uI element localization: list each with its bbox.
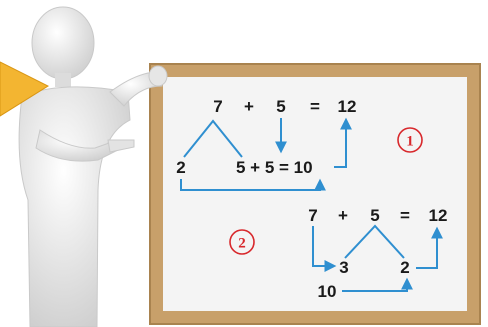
m2-addend2: 5 <box>370 206 379 225</box>
m1-split-equation: 5 + 5 = 10 <box>236 158 313 177</box>
m1-badge-number: 1 <box>406 134 414 150</box>
m2-result: 12 <box>429 206 448 225</box>
m2-split-left: 3 <box>339 258 348 277</box>
m2-split-right: 2 <box>400 258 409 277</box>
m1-plus: + <box>244 97 254 116</box>
m2-equals: = <box>400 206 410 225</box>
m2-sum: 10 <box>318 282 337 301</box>
m1-addend2: 5 <box>276 97 285 116</box>
m1-equals: = <box>310 97 320 116</box>
m1-addend1: 7 <box>213 97 222 116</box>
m1-split-left: 2 <box>176 158 185 177</box>
m2-plus: + <box>338 206 348 225</box>
m2-badge-number: 2 <box>238 236 246 252</box>
presenter-figure-icon <box>19 7 167 327</box>
m2-addend1: 7 <box>308 206 317 225</box>
m1-result: 12 <box>338 97 357 116</box>
